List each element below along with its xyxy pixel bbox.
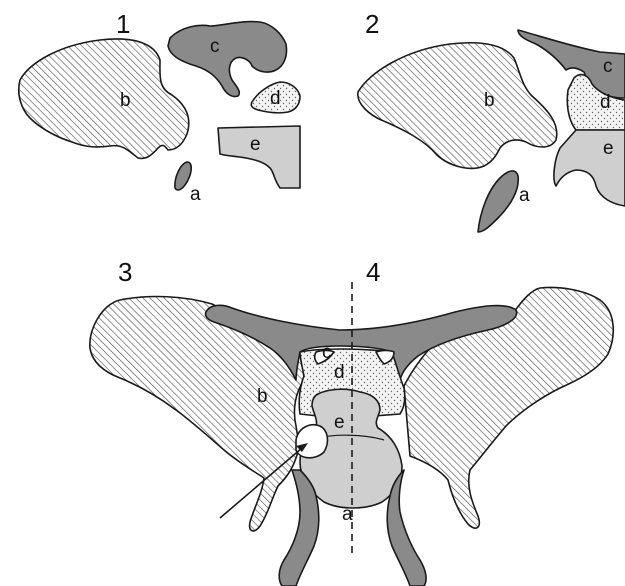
p3-label-b: b xyxy=(257,386,268,407)
panel-2-number: 2 xyxy=(365,9,379,39)
p2-part-b-greater-wing xyxy=(358,43,557,169)
p3-label-a: a xyxy=(342,504,353,525)
p1-part-b-greater-wing xyxy=(19,39,189,158)
panel-1: 1 b a c d e xyxy=(19,9,300,205)
p2-label-c: c xyxy=(603,56,613,77)
panel-2: 2 b a c d e xyxy=(358,9,625,232)
p3-label-c: c xyxy=(322,342,332,363)
panel-4-number: 4 xyxy=(366,257,380,287)
p1-label-a: a xyxy=(190,184,201,205)
panel-3-4: 3 4 b c d e a xyxy=(90,257,613,586)
p1-part-a xyxy=(175,162,191,190)
p3-part-a-right xyxy=(387,470,426,586)
p3-label-e: e xyxy=(334,412,345,433)
p1-label-b: b xyxy=(120,90,131,111)
panel-1-number: 1 xyxy=(116,9,130,39)
p1-label-d: d xyxy=(270,88,281,109)
p3-label-d: d xyxy=(334,362,345,383)
panel-3-number: 3 xyxy=(118,257,132,287)
p1-part-c xyxy=(168,22,287,97)
p3-white-nodule xyxy=(296,425,327,458)
p2-label-a: a xyxy=(519,185,530,206)
p2-label-b: b xyxy=(484,90,495,111)
p3-part-a-left xyxy=(279,470,319,586)
p1-label-c: c xyxy=(210,36,220,57)
p2-label-e: e xyxy=(603,138,614,159)
p2-part-e xyxy=(554,130,625,206)
p2-part-a xyxy=(478,171,518,232)
p2-label-d: d xyxy=(600,92,611,113)
p1-label-e: e xyxy=(250,134,261,155)
